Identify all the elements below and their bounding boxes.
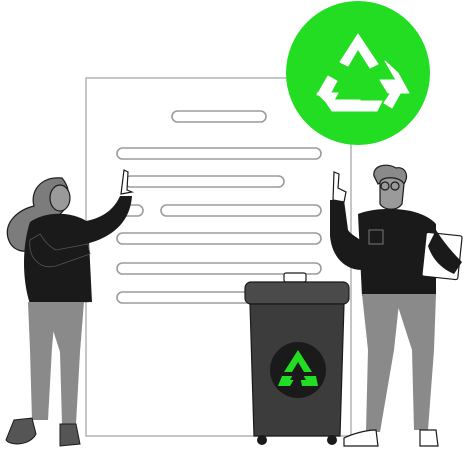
bin-recycle-symbol (270, 342, 326, 398)
doc-line-5 (116, 262, 322, 275)
recycle-bin-icon (244, 272, 350, 445)
man-figure (330, 164, 463, 447)
recycle-badge-icon (286, 1, 430, 145)
document-page (85, 77, 352, 437)
doc-line-1 (116, 147, 322, 160)
doc-line-3b (160, 204, 322, 217)
doc-line-2 (124, 175, 285, 188)
woman-figure (5, 169, 135, 447)
doc-line-4 (116, 232, 322, 245)
doc-heading-line (171, 110, 267, 123)
pointing-hand-icon (120, 169, 135, 195)
